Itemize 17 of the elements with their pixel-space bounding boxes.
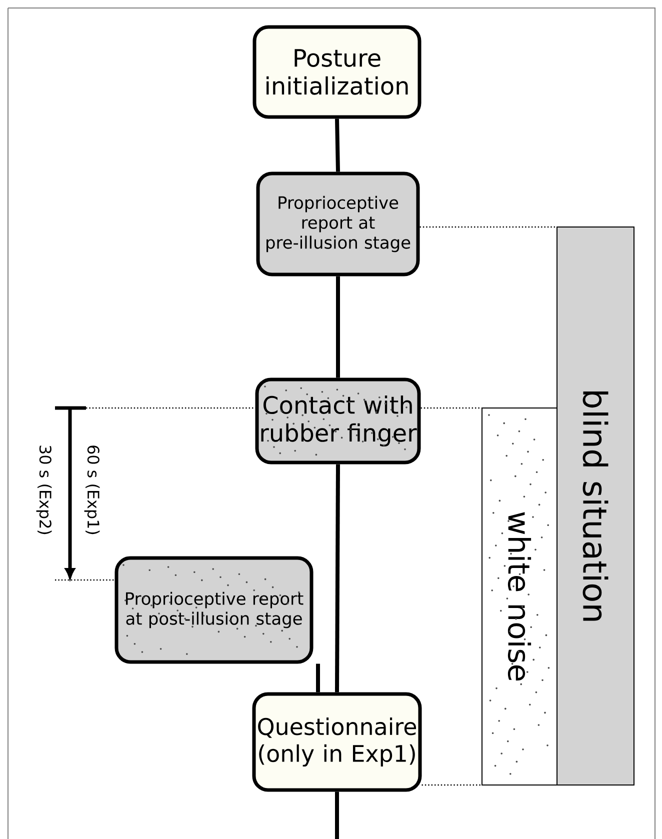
guide-line [420, 226, 556, 228]
connector-line [335, 118, 340, 172]
connector-line [316, 664, 320, 692]
duration-label: 60 s (Exp1) [84, 446, 100, 534]
connector-line [336, 276, 340, 378]
process-box: Proprioceptive report at pre-illusion stage [256, 172, 420, 276]
process-box: Proprioceptive report at post-illusion stage [114, 556, 314, 664]
connector-line [335, 464, 340, 692]
duration-label: 30 s (Exp2) [36, 446, 52, 534]
guide-line [420, 407, 482, 409]
process-box: Posture initialization [252, 25, 422, 119]
condition-bar: white noise [482, 408, 558, 786]
connector-line [335, 792, 339, 839]
process-box: Questionnaire (only in Exp1) [252, 692, 422, 792]
guide-line [422, 784, 482, 786]
condition-bar: blind situation [556, 226, 634, 786]
process-box: Contact with rubber finger [255, 378, 421, 464]
